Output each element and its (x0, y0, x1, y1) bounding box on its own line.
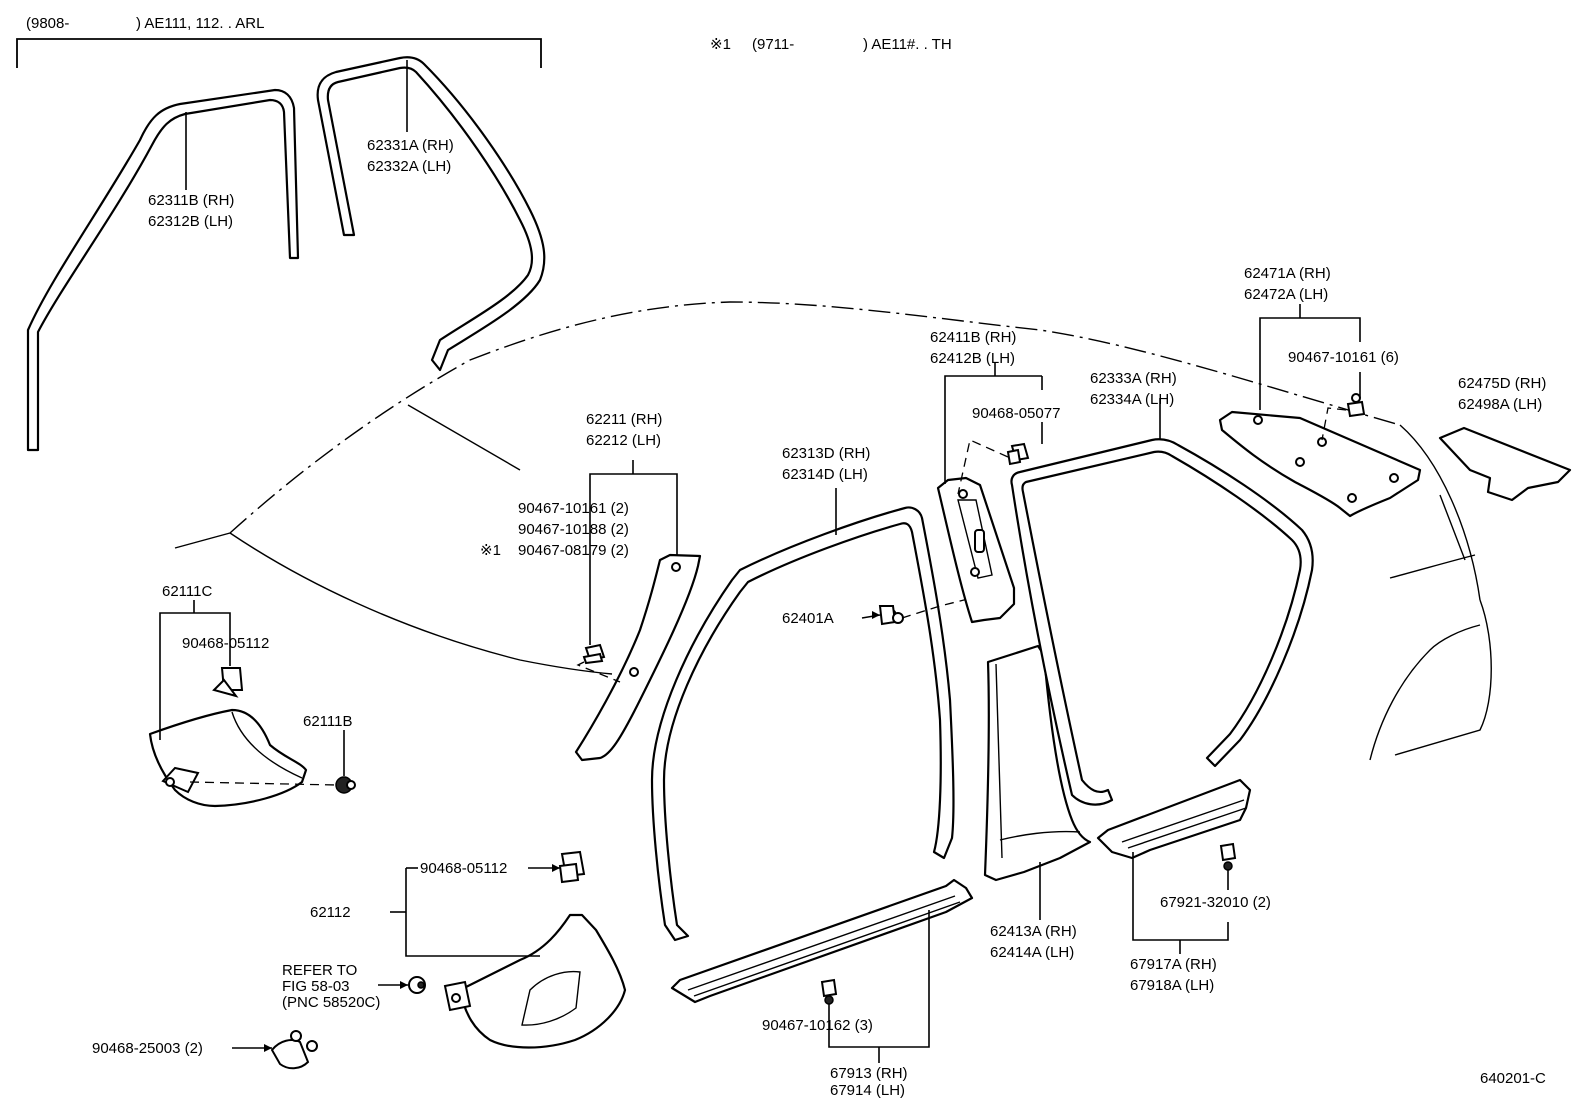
label-62311b-rh: 62311B (RH) (148, 192, 234, 209)
label-62413a-lh: 62414A (LH) (990, 944, 1074, 961)
leader-dash-62211 (576, 661, 621, 683)
label-62471a-rh: 62471A (RH) (1244, 265, 1331, 282)
label-62311b-lh: 62312B (LH) (148, 213, 233, 230)
label-62411b-lh: 62412B (LH) (930, 350, 1015, 367)
door-opening-weatherstrip-62333a (1010, 438, 1314, 806)
label-90468-05112-b: 90468-05112 (420, 860, 507, 877)
clip-90468-05112-a (212, 667, 244, 698)
label-62313d-lh: 62314D (LH) (782, 466, 868, 483)
label-90468-05112-a: 90468-05112 (182, 635, 269, 652)
label-refer-line2: FIG 58-03 (282, 978, 350, 995)
drawing-number: 640201-C (1480, 1070, 1546, 1087)
leader-dash-62111b (189, 781, 337, 786)
label-90467-10161-6: 90467-10161 (6) (1288, 349, 1399, 366)
variant-marker-th: ※1 (710, 36, 731, 53)
label-67917a-rh: 67917A (RH) (1130, 956, 1217, 973)
label-62413a-rh: 62413A (RH) (990, 923, 1077, 940)
label-62475d-lh: 62498A (LH) (1458, 396, 1542, 413)
label-62112: 62112 (310, 904, 351, 921)
roof-side-garnish-62471a (1218, 410, 1422, 518)
variant-model-arl: ) AE111, 112. . ARL (136, 15, 264, 32)
clip-90468-05077 (1006, 442, 1030, 466)
label-90467-10162-3: 90467-10162 (3) (762, 1017, 873, 1034)
clip-pnc-58520c (408, 976, 426, 994)
scuff-plate-67913 (670, 878, 974, 1004)
door-weatherstrip-62311b (26, 88, 300, 452)
variant-bracket-arl (16, 38, 542, 68)
quarter-trim-62475d (1438, 426, 1572, 502)
leader-dash-62471a (1321, 407, 1347, 441)
cowl-side-trim-62112 (443, 913, 627, 1049)
variant-code-arl: (9808- (26, 15, 69, 32)
label-refer-line3: (PNC 58520C) (282, 994, 380, 1011)
clip-67921-32010 (1219, 842, 1237, 871)
label-90468-25003: 90468-25003 (2) (92, 1040, 203, 1057)
variant-code-th: (9711- (752, 36, 794, 53)
label-62471a-lh: 62472A (LH) (1244, 286, 1328, 303)
label-62411b-rh: 62411B (RH) (930, 329, 1016, 346)
leader-dash-62411b (957, 439, 1009, 495)
label-refer-line1: REFER TO (282, 962, 357, 979)
label-90467-10161-2: 90467-10161 (2) (518, 500, 629, 517)
leader-lines (159, 60, 1361, 1063)
label-90467-10188-2: 90467-10188 (2) (518, 521, 629, 538)
label-62401a: 62401A (782, 610, 834, 627)
leader-dash-62401a (901, 597, 973, 619)
clip-90468-25003 (270, 1030, 318, 1070)
label-90468-05077: 90468-05077 (972, 405, 1060, 422)
door-opening-weatherstrip-62313d (650, 506, 955, 942)
scuff-plate-67917a (1096, 778, 1252, 860)
label-90467-08179-marker: ※1 (480, 542, 501, 559)
variant-model-th: ) AE11#. . TH (863, 36, 952, 53)
label-62211-lh: 62212 (LH) (586, 432, 661, 449)
label-62111c: 62111C (162, 583, 212, 600)
car-body-outline (174, 301, 1492, 761)
center-pillar-garnish-62411b (936, 476, 1016, 624)
clip-90468-05112-b (558, 850, 586, 884)
label-62313d-rh: 62313D (RH) (782, 445, 870, 462)
cowl-side-trim-62111c (148, 708, 308, 808)
label-67921-32010: 67921-32010 (2) (1160, 894, 1271, 911)
label-90467-08179-2: 90467-08179 (2) (518, 542, 629, 559)
label-62333a-rh: 62333A (RH) (1090, 370, 1177, 387)
center-pillar-lower-garnish-62413a (983, 644, 1092, 882)
label-67917a-lh: 67918A (LH) (1130, 977, 1214, 994)
label-62331a-lh: 62332A (LH) (367, 158, 451, 175)
clip-62401a (878, 605, 904, 626)
label-62211-rh: 62211 (RH) (586, 411, 662, 428)
label-62475d-rh: 62475D (RH) (1458, 375, 1546, 392)
label-67913-rh: 67913 (RH) (830, 1065, 908, 1082)
part-labels: 62311B (RH) 62312B (LH) 62331A (RH) 6233… (92, 137, 1546, 1099)
door-weatherstrip-62331a (316, 56, 546, 372)
label-62333a-lh: 62334A (LH) (1090, 391, 1174, 408)
clip-90467-10161 (582, 643, 606, 665)
clip-62111b (335, 776, 356, 794)
front-pillar-garnish-62211 (574, 553, 702, 762)
clip-90467-10161-6 (1346, 393, 1366, 418)
clip-90467-10162 (820, 978, 838, 1005)
label-62331a-rh: 62331A (RH) (367, 137, 454, 154)
label-62111b: 62111B (303, 713, 353, 730)
label-67913-lh: 67914 (LH) (830, 1082, 905, 1099)
